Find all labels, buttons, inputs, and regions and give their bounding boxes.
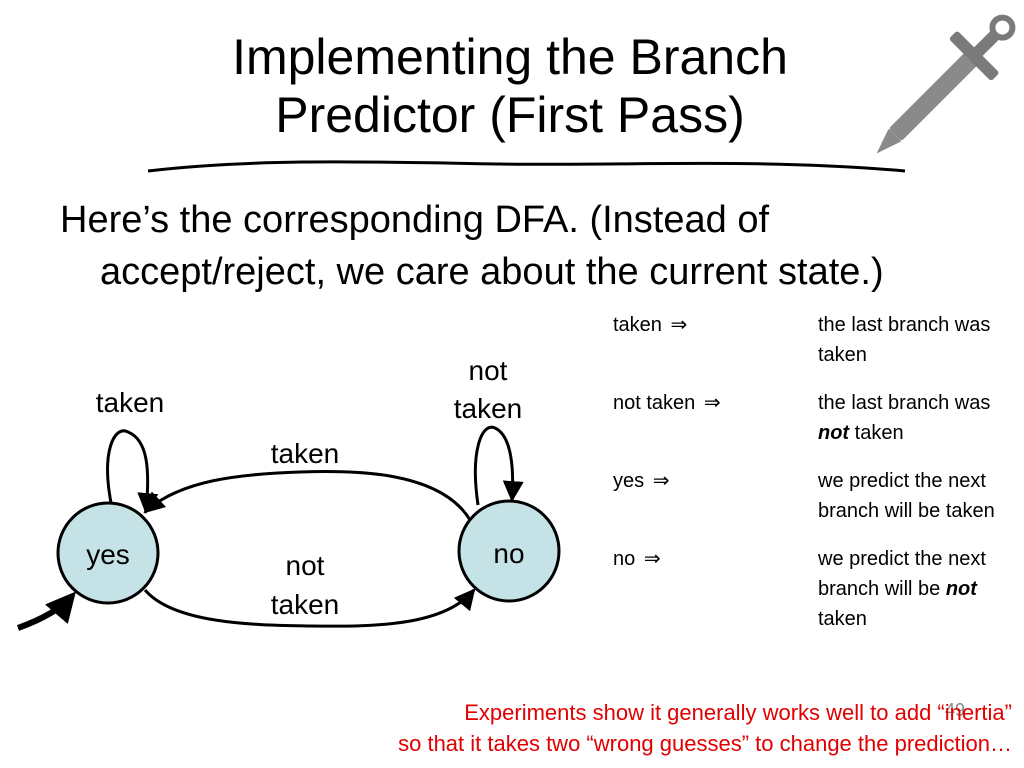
legend-row: taken ⇒ the last branch was taken	[613, 310, 1008, 370]
body-text: Here’s the corresponding DFA. (Instead o…	[60, 199, 884, 293]
edge-bottom-label-1: not	[286, 550, 325, 581]
edge-yes-to-no	[143, 588, 476, 628]
legend-key: no	[613, 548, 636, 570]
state-no-label: no	[493, 538, 524, 569]
legend-key: yes	[613, 470, 645, 492]
slide-title: Implementing the Branch Predictor (First…	[110, 28, 910, 144]
implies-arrow: ⇒	[670, 314, 688, 336]
self-loop-no-label-2: taken	[454, 393, 523, 424]
caption-line-2: so that it takes two “wrong guesses” to …	[398, 731, 1012, 756]
self-loop-no	[474, 425, 524, 506]
legend-desc-end: taken	[849, 422, 904, 444]
caption-line-1: Experiments show it generally works well…	[464, 700, 1012, 725]
legend-desc: the last branch was taken	[818, 314, 991, 366]
legend-desc: we predict the next branch will be taken	[818, 470, 995, 522]
self-loop-yes-label: taken	[96, 387, 165, 418]
legend-row: no ⇒ we predict the next branch will be …	[613, 544, 1008, 634]
implies-arrow: ⇒	[652, 470, 670, 492]
slide-title-line-1: Implementing the Branch	[232, 29, 788, 85]
implies-arrow: ⇒	[703, 392, 721, 414]
state-yes-label: yes	[86, 539, 130, 570]
slide-title-line-2: Predictor (First Pass)	[275, 87, 745, 143]
legend-row: not taken ⇒ the last branch was not take…	[613, 388, 1008, 448]
legend-key: not taken	[613, 392, 696, 414]
title-underline	[147, 160, 906, 173]
caption: Experiments show it generally works well…	[192, 697, 1012, 759]
edge-no-to-yes	[143, 469, 472, 521]
state-no	[457, 499, 561, 603]
state-yes	[56, 501, 160, 605]
legend-desc: the last branch was	[818, 392, 991, 414]
sword-icon	[876, 14, 1016, 154]
legend: taken ⇒ the last branch was taken not ta…	[613, 310, 1008, 652]
slide-number: 49	[944, 700, 966, 720]
edge-top-label: taken	[271, 438, 340, 469]
start-arrow	[16, 591, 76, 631]
legend-emphasis: not	[945, 578, 977, 600]
edge-bottom-label-2: taken	[271, 589, 340, 620]
legend-desc-end: taken	[818, 608, 867, 630]
legend-row: yes ⇒ we predict the next branch will be…	[613, 466, 1008, 526]
legend-desc: we predict the next branch will be	[818, 548, 986, 600]
self-loop-yes	[106, 429, 159, 515]
legend-key: taken	[613, 314, 662, 336]
legend-emphasis: not	[818, 422, 850, 444]
self-loop-no-label-1: not	[469, 355, 508, 386]
implies-arrow: ⇒	[643, 548, 661, 570]
